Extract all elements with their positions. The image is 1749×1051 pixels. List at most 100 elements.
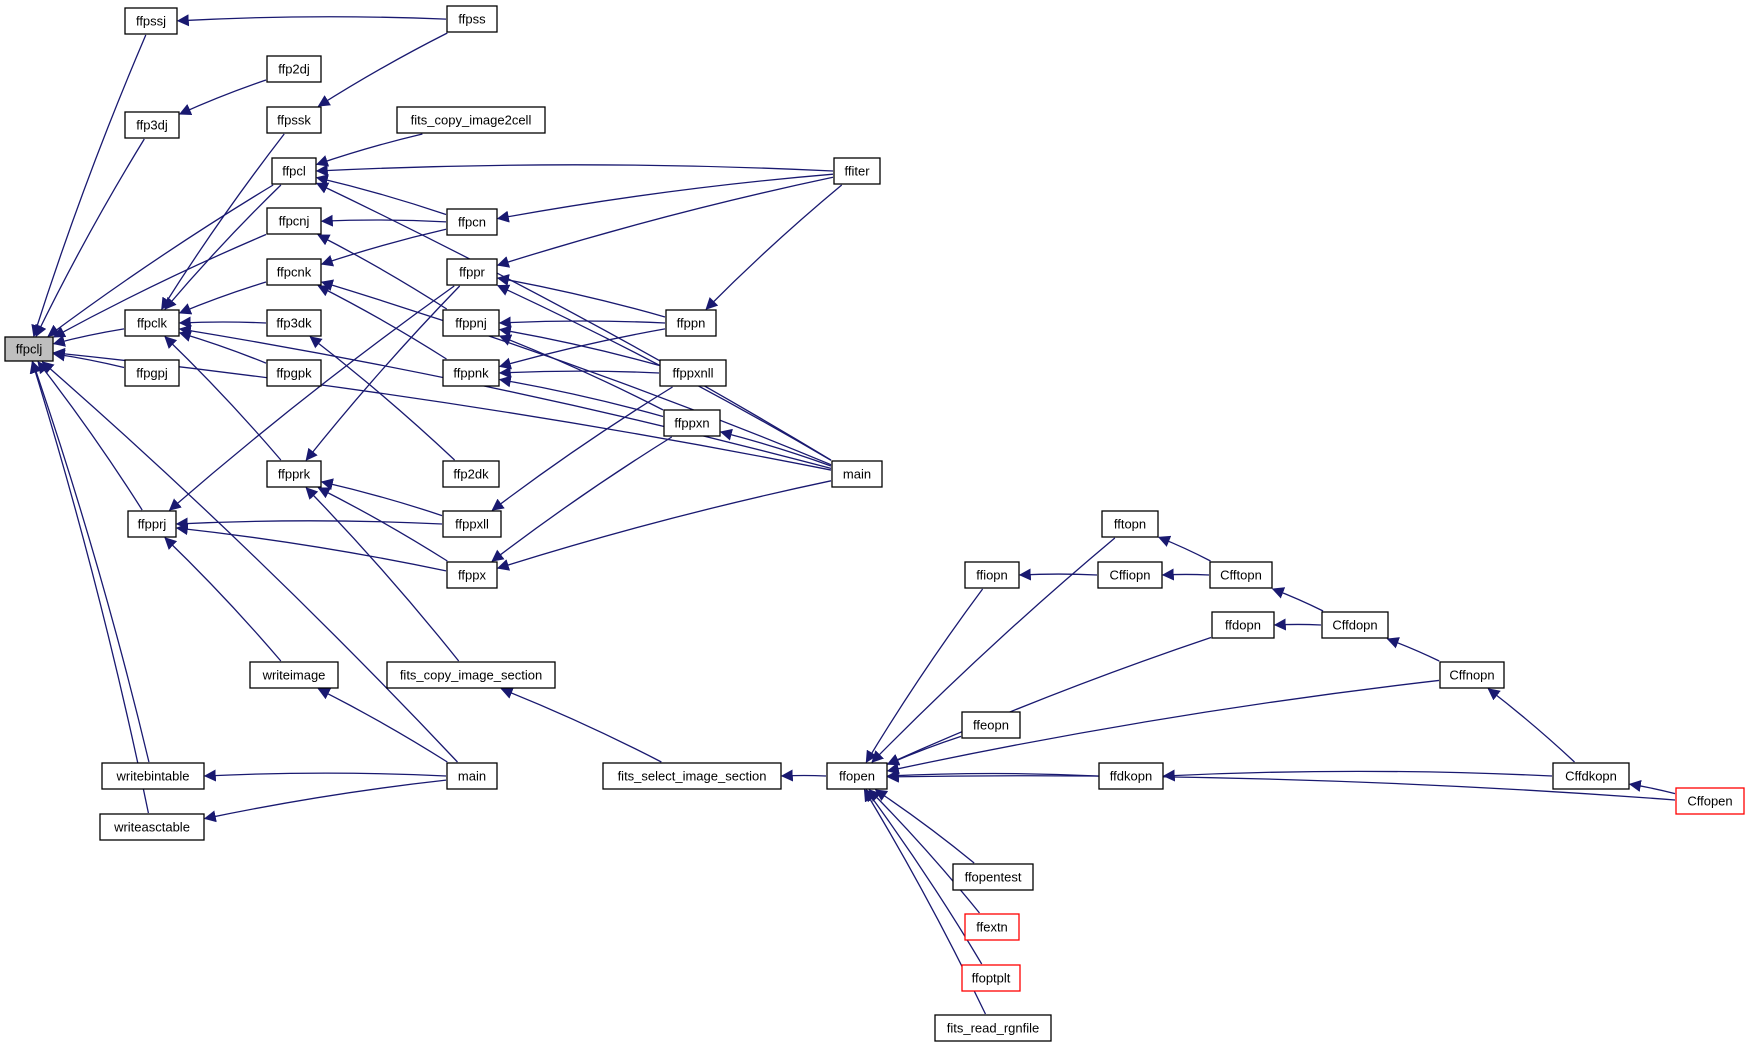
node-cffnopn[interactable]: Cffnopn [1439,661,1505,689]
node-label: ffpprk [278,467,311,482]
edge-cfftopn-to-cffdopn [1271,587,1324,612]
node-label: ffextn [976,920,1008,935]
node-box [396,106,546,134]
node-box [952,863,1034,891]
node-cfftopn[interactable]: Cfftopn [1209,561,1273,589]
node-ffp2dj[interactable]: ffp2dj [266,55,322,83]
node-fftopn[interactable]: fftopn [1101,510,1159,538]
node-ffpcn[interactable]: ffpcn [446,208,498,236]
edge-ffpclj-to-ffpclk [52,328,125,347]
node-fits-copy-image-section[interactable]: fits_copy_image_section [386,661,556,689]
node-ffpclj[interactable]: ffpclj [4,336,54,362]
edge-ffpcl-to-fits_copy_image2cell [315,133,423,167]
node-ffpgpk[interactable]: ffpgpk [266,359,322,387]
node-label: writebintable [116,769,190,784]
node-ffppxn[interactable]: ffppxn [663,409,721,437]
node-fits-select-image-section[interactable]: fits_select_image_section [602,762,782,790]
node-label: Cffdopn [1332,618,1377,633]
node-ffpprk[interactable]: ffpprk [266,460,322,488]
node-main1[interactable]: main [831,460,883,488]
node-box [1439,661,1505,689]
node-ffpgpj[interactable]: ffpgpj [124,359,180,387]
node-cffdkopn[interactable]: Cffdkopn [1552,762,1630,790]
node-ffppxll[interactable]: ffppxll [442,510,502,538]
node-ffppnj[interactable]: ffppnj [442,309,500,337]
node-ffpcnk[interactable]: ffpcnk [266,258,322,286]
node-box [659,359,727,387]
edge-ffpclk-to-ffpcl [164,184,282,310]
edge-ffpprj-to-ffppr [168,285,455,511]
node-ffdopn[interactable]: ffdopn [1211,611,1275,639]
edge-ffopen-to-ffoptplt [865,789,983,965]
node-ffdkopn[interactable]: ffdkopn [1098,762,1164,790]
node-box [446,561,498,589]
node-box [446,5,498,33]
edge-ffppnk-to-ffppxnll [498,366,660,379]
node-label: Cfftopn [1220,568,1262,583]
node-writeasctable[interactable]: writeasctable [99,813,205,841]
node-label: ffopen [839,769,875,784]
node-box [124,359,180,387]
node-ffppx[interactable]: ffppx [446,561,498,589]
node-ffp3dj[interactable]: ffp3dj [124,111,180,139]
node-box [602,762,782,790]
edge-ffopen-to-ffdopn [886,636,1212,765]
edge-fits_copy_image_section-to-fits_select_image_section [500,687,662,763]
node-ffp3dk[interactable]: ffp3dk [266,309,322,337]
node-label: ffdkopn [1110,769,1152,784]
node-box [446,762,498,790]
node-ffiter[interactable]: ffiter [833,157,881,185]
node-ffpprj[interactable]: ffpprj [127,510,177,538]
node-ffextn[interactable]: ffextn [964,913,1020,941]
edge-ffpclk-to-main1 [178,324,832,470]
node-ffppnk[interactable]: ffppnk [442,359,500,387]
node-box [442,510,502,538]
node-ffpssj[interactable]: ffpssj [124,7,178,35]
node-label: ffp2dj [278,62,310,77]
node-box [964,561,1020,589]
node-writebintable[interactable]: writebintable [101,762,205,790]
edge-writeasctable-to-main2 [203,779,447,823]
node-ffeopn[interactable]: ffeopn [961,711,1021,739]
node-cffiopn[interactable]: Cffiopn [1097,561,1163,589]
node-cffopen[interactable]: Cffopen [1675,787,1745,815]
node-ffpssk[interactable]: ffpssk [266,106,322,134]
node-ffpss[interactable]: ffpss [446,5,498,33]
node-ffppxnll[interactable]: ffppxnll [659,359,727,387]
node-box [826,762,888,790]
node-cffdopn[interactable]: Cffdopn [1321,611,1389,639]
edge-ffpprj-to-writeimage [164,537,282,662]
node-ffpcnj[interactable]: ffpcnj [266,207,322,235]
node-label: main [843,467,871,482]
node-ffpcl[interactable]: ffpcl [271,157,317,185]
node-box [833,157,881,185]
edge-ffppnk-to-ffppxn [498,375,664,418]
node-fits-copy-image2cell[interactable]: fits_copy_image2cell [396,106,546,134]
edge-ffppx-to-ffppxn [491,436,673,562]
node-box [127,510,177,538]
node-label: ffpprj [138,517,167,532]
node-ffiopn[interactable]: ffiopn [964,561,1020,589]
node-label: Cffopen [1687,794,1732,809]
node-main2[interactable]: main [446,762,498,790]
node-fits-read-rgnfile[interactable]: fits_read_rgnfile [934,1014,1052,1042]
node-ffopentest[interactable]: ffopentest [952,863,1034,891]
node-box [266,106,322,134]
node-ffp2dk[interactable]: ffp2dk [442,460,500,488]
node-ffppr[interactable]: ffppr [446,258,498,286]
node-box [663,409,721,437]
node-ffpclk[interactable]: ffpclk [124,309,180,337]
edge-ffpcl-to-ffpcn [315,174,447,216]
node-box [271,157,317,185]
edge-ffpclj-to-ffpcnj [52,233,267,338]
edge-ffpcl-to-ffiter [315,164,834,177]
node-box [1211,611,1275,639]
node-ffppn[interactable]: ffppn [665,309,717,337]
node-writeimage[interactable]: writeimage [249,661,339,689]
node-ffoptplt[interactable]: ffoptplt [961,964,1021,992]
nodes-layer: ffpclj ffpssj ffpss ffp2dj ffp3dj ffpssk fits_… [4,5,1745,1042]
edge-ffppx-to-main1 [496,480,832,571]
node-label: ffiter [844,164,870,179]
node-ffopen[interactable]: ffopen [826,762,888,790]
node-label: fits_copy_image_section [400,668,542,683]
